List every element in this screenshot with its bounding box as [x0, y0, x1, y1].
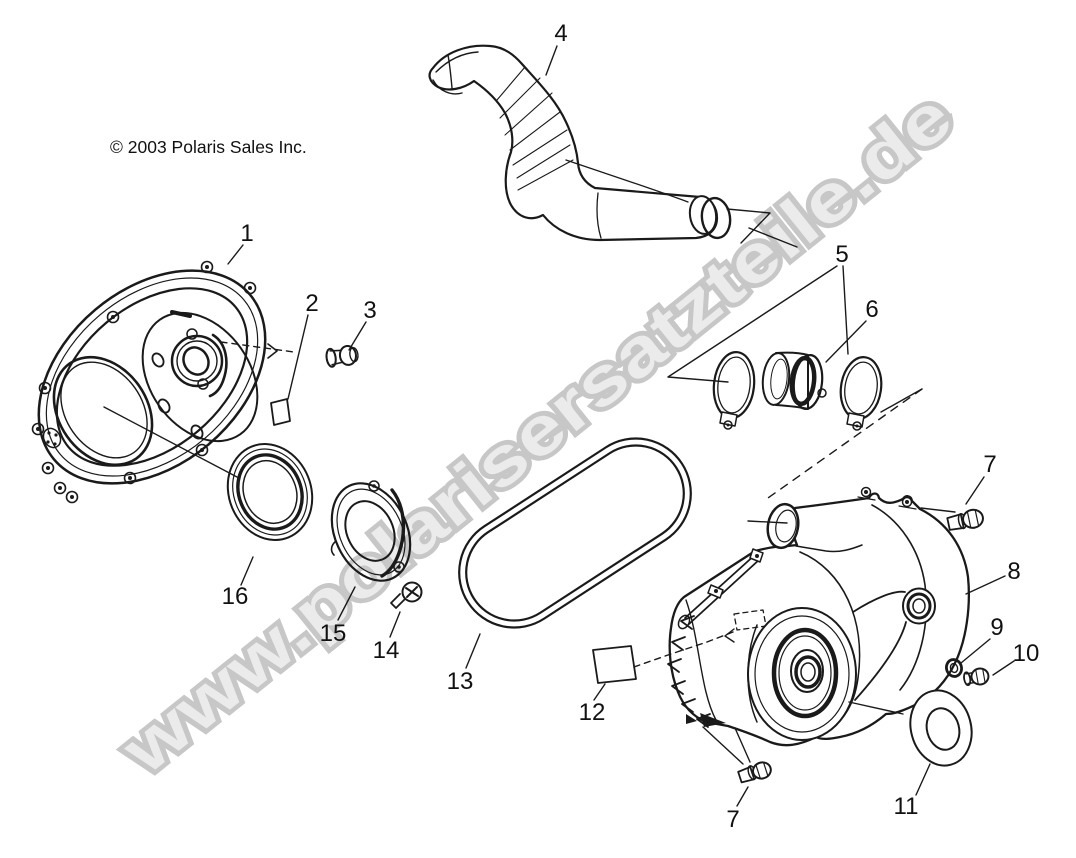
retainer-ring-15-drawing	[330, 480, 412, 582]
bolt-7-top-drawing	[946, 508, 984, 531]
duct-hatch-lines	[496, 66, 574, 191]
seal-ring-16-drawing	[226, 443, 314, 541]
callout-12: 12	[579, 699, 606, 726]
callout-3: 3	[363, 297, 376, 324]
drive-belt-drawing	[458, 437, 692, 629]
bolt-7-bottom-drawing	[737, 761, 772, 784]
leader-lines	[227, 45, 1015, 807]
cover-bolt-tabs	[31, 260, 278, 504]
callout-7-bottom: 7	[726, 806, 739, 833]
cover-hub	[170, 328, 228, 398]
decal-12-drawing	[592, 645, 637, 684]
callout-1: 1	[240, 220, 253, 247]
copyright-text: © 2003 Polaris Sales Inc.	[110, 137, 307, 157]
embossed-mark	[170, 310, 192, 318]
inner-clutch-cover-drawing	[667, 486, 971, 747]
clutch-boss	[747, 607, 857, 741]
hose-drawing	[761, 351, 827, 410]
callout-8: 8	[1007, 558, 1020, 585]
locator-lines	[103, 208, 956, 765]
decal-2-drawing	[270, 398, 291, 426]
vent-plug	[42, 427, 62, 449]
callout-11: 11	[894, 793, 919, 820]
callout-labels: 1 2 3 4 5 6 7 8 9 10 11 12 13 14 15 16 7	[222, 20, 1040, 833]
washer-9-drawing	[945, 658, 963, 678]
callout-7-top: 7	[983, 451, 996, 478]
callout-9: 9	[990, 614, 1003, 641]
callout-2: 2	[305, 290, 318, 317]
callout-10: 10	[1013, 640, 1040, 667]
callout-13: 13	[447, 668, 474, 695]
hose-clamp-left-drawing	[712, 351, 756, 430]
callout-15: 15	[320, 620, 347, 647]
foam-washer-drawing	[909, 689, 973, 767]
callout-4: 4	[554, 20, 567, 47]
callout-16: 16	[222, 583, 249, 610]
bolt-10-drawing	[963, 667, 990, 687]
outer-clutch-cover-drawing	[31, 260, 278, 504]
hose-clamp-right-drawing	[839, 356, 883, 431]
screw-14-drawing	[390, 581, 423, 609]
bolt-3-drawing	[325, 344, 359, 368]
air-duct-drawing	[428, 44, 732, 242]
callout-6: 6	[865, 296, 878, 323]
callout-14: 14	[373, 637, 400, 664]
callout-5: 5	[835, 241, 848, 268]
